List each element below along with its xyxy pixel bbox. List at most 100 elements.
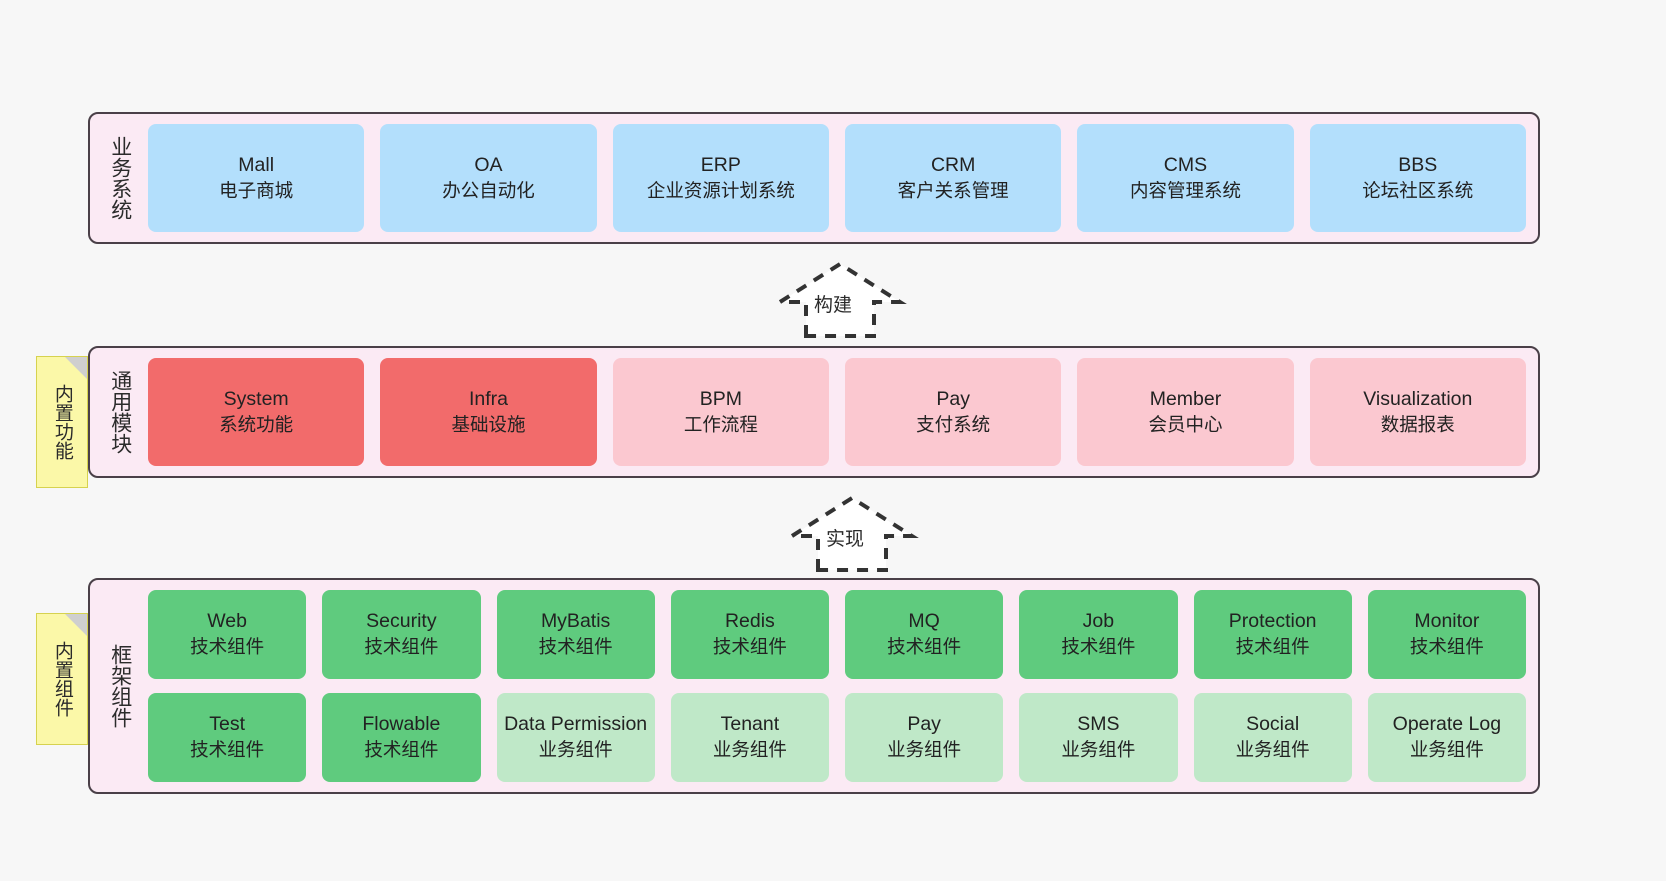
card-flowable[interactable]: Flowable 技术组件 — [322, 693, 481, 782]
card-title: ERP — [700, 153, 741, 176]
card-mybatis[interactable]: MyBatis 技术组件 — [496, 590, 655, 679]
card-cms[interactable]: CMS 内容管理系统 — [1077, 124, 1294, 232]
card-subtitle: 论坛社区系统 — [1362, 179, 1474, 201]
card-subtitle: 业务组件 — [712, 739, 787, 761]
card-subtitle: 会员中心 — [1148, 413, 1223, 435]
card-row: Mall 电子商城 OA 办公自动化 ERP 企业资源计划系统 CRM 客户关系… — [148, 124, 1526, 232]
card-title: BPM — [699, 387, 742, 410]
card-title: MQ — [908, 610, 940, 633]
card-subtitle: 业务组件 — [1061, 739, 1136, 761]
card-title: Pay — [907, 713, 941, 736]
layer-body-common-modules: System 系统功能 Infra 基础设施 BPM 工作流程 Pay 支付系统… — [138, 358, 1526, 466]
card-title: Monitor — [1414, 610, 1480, 633]
card-monitor[interactable]: Monitor 技术组件 — [1367, 590, 1526, 679]
card-subtitle: 系统功能 — [219, 413, 294, 435]
card-security[interactable]: Security 技术组件 — [322, 590, 481, 679]
card-subtitle: 技术组件 — [1061, 636, 1136, 658]
card-subtitle: 业务组件 — [887, 739, 962, 761]
card-subtitle: 客户关系管理 — [897, 179, 1009, 201]
card-title: Test — [209, 713, 245, 736]
card-bbs[interactable]: BBS 论坛社区系统 — [1309, 124, 1526, 232]
card-title: Protection — [1228, 610, 1317, 633]
card-subtitle: 业务组件 — [538, 739, 613, 761]
card-crm[interactable]: CRM 客户关系管理 — [844, 124, 1062, 232]
card-title: Flowable — [362, 713, 441, 736]
card-row: System 系统功能 Infra 基础设施 BPM 工作流程 Pay 支付系统… — [148, 358, 1526, 466]
card-bpm[interactable]: BPM 工作流程 — [612, 358, 829, 466]
card-social[interactable]: Social 业务组件 — [1193, 693, 1352, 782]
card-erp[interactable]: ERP 企业资源计划系统 — [612, 124, 829, 232]
card-title: CRM — [930, 153, 976, 176]
card-operate-log[interactable]: Operate Log 业务组件 — [1367, 693, 1526, 782]
card-subtitle: 技术组件 — [364, 739, 439, 761]
card-subtitle: 企业资源计划系统 — [646, 179, 795, 201]
card-subtitle: 支付系统 — [916, 413, 991, 435]
card-title: SMS — [1077, 713, 1120, 736]
card-infra[interactable]: Infra 基础设施 — [380, 358, 597, 466]
card-subtitle: 业务组件 — [1409, 739, 1484, 761]
card-protection[interactable]: Protection 技术组件 — [1193, 590, 1352, 679]
card-sms[interactable]: SMS 业务组件 — [1019, 693, 1178, 782]
card-title: Operate Log — [1392, 713, 1502, 736]
card-redis[interactable]: Redis 技术组件 — [670, 590, 829, 679]
connector-implement-label: 实现 — [826, 529, 865, 550]
card-title: Mall — [238, 153, 275, 176]
card-subtitle: 技术组件 — [364, 636, 439, 658]
card-title: Redis — [724, 610, 775, 633]
card-subtitle: 技术组件 — [712, 636, 787, 658]
card-subtitle: 技术组件 — [1409, 636, 1484, 658]
note-builtin-features: 内置功能 — [36, 356, 88, 488]
layer-body-framework-components: Web 技术组件 Security 技术组件 MyBatis 技术组件 Redi… — [138, 590, 1526, 782]
layer-title-framework-components: 框架组件 — [108, 644, 132, 728]
card-title: Security — [366, 610, 437, 633]
card-data-permission[interactable]: Data Permission 业务组件 — [496, 693, 655, 782]
card-title: System — [223, 387, 289, 410]
layer-title-business-systems: 业务系统 — [108, 136, 132, 220]
card-title: Visualization — [1363, 387, 1473, 410]
card-subtitle: 业务组件 — [1235, 739, 1310, 761]
card-title: MyBatis — [540, 610, 611, 633]
connector-build-label: 构建 — [814, 295, 853, 316]
card-title: OA — [474, 153, 503, 176]
note-builtin-components: 内置组件 — [36, 613, 88, 745]
card-pay[interactable]: Pay 支付系统 — [844, 358, 1062, 466]
card-title: Data Permission — [504, 713, 648, 736]
card-tenant[interactable]: Tenant 业务组件 — [670, 693, 829, 782]
card-oa[interactable]: OA 办公自动化 — [380, 124, 597, 232]
card-system[interactable]: System 系统功能 — [148, 358, 365, 466]
card-subtitle: 技术组件 — [887, 636, 962, 658]
card-subtitle: 电子商城 — [219, 179, 294, 201]
card-pay-business[interactable]: Pay 业务组件 — [845, 693, 1004, 782]
layer-framework-components: 框架组件 Web 技术组件 Security 技术组件 MyBatis 技术组件… — [88, 578, 1540, 794]
card-web[interactable]: Web 技术组件 — [148, 590, 307, 679]
connector-build-arrow — [773, 261, 907, 338]
card-row: Test 技术组件 Flowable 技术组件 Data Permission … — [148, 693, 1526, 782]
card-member[interactable]: Member 会员中心 — [1077, 358, 1294, 466]
card-subtitle: 技术组件 — [538, 636, 613, 658]
card-row: Web 技术组件 Security 技术组件 MyBatis 技术组件 Redi… — [148, 590, 1526, 679]
card-title: Tenant — [720, 713, 780, 736]
connector-implement-arrow — [785, 495, 919, 572]
card-title: Infra — [468, 387, 508, 410]
card-subtitle: 工作流程 — [683, 413, 758, 435]
card-subtitle: 技术组件 — [190, 636, 265, 658]
card-job[interactable]: Job 技术组件 — [1019, 590, 1178, 679]
card-subtitle: 数据报表 — [1380, 413, 1455, 435]
card-title: Job — [1082, 610, 1115, 633]
card-subtitle: 内容管理系统 — [1129, 179, 1241, 201]
card-title: Member — [1149, 387, 1222, 410]
card-subtitle: 办公自动化 — [442, 179, 535, 201]
card-mq[interactable]: MQ 技术组件 — [845, 590, 1004, 679]
card-subtitle: 基础设施 — [451, 413, 526, 435]
card-title: BBS — [1398, 153, 1438, 176]
card-mall[interactable]: Mall 电子商城 — [148, 124, 365, 232]
layer-common-modules: 通用模块 System 系统功能 Infra 基础设施 BPM 工作流程 Pay… — [88, 346, 1540, 478]
card-subtitle: 技术组件 — [190, 739, 265, 761]
card-subtitle: 技术组件 — [1235, 636, 1310, 658]
layer-body-business-systems: Mall 电子商城 OA 办公自动化 ERP 企业资源计划系统 CRM 客户关系… — [138, 124, 1526, 232]
card-test[interactable]: Test 技术组件 — [148, 693, 307, 782]
card-visualization[interactable]: Visualization 数据报表 — [1309, 358, 1526, 466]
card-title: CMS — [1163, 153, 1208, 176]
card-title: Social — [1246, 713, 1300, 736]
